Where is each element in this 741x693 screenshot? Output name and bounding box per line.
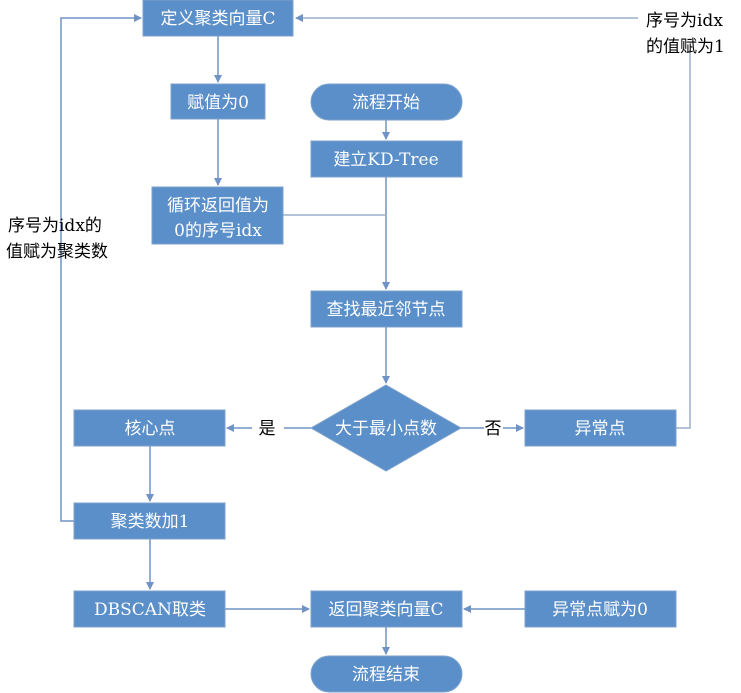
node-start-label: 流程开始 xyxy=(352,93,420,113)
yes-label: 是 xyxy=(259,419,276,439)
node-assign-zero-label: 赋值为0 xyxy=(187,93,249,113)
node-outlier-label: 异常点 xyxy=(575,419,626,439)
node-outlier-zero-label: 异常点赋为0 xyxy=(552,600,648,620)
node-cluster-inc-label: 聚类数加1 xyxy=(111,512,190,532)
node-define-vector-label: 定义聚类向量C xyxy=(160,9,275,29)
node-find-nearest: 查找最近邻节点 xyxy=(310,290,463,328)
node-start: 流程开始 xyxy=(310,83,463,121)
left-note-line-1: 序号为idx的 xyxy=(8,216,102,236)
node-core-point: 核心点 xyxy=(73,409,226,447)
node-return-vector-label: 返回聚类向量C xyxy=(328,600,443,620)
node-outlier-zero: 异常点赋为0 xyxy=(524,590,677,628)
edge-inc-loop-to-define xyxy=(60,14,142,522)
node-loop-return-label-2: 0的序号idx xyxy=(174,221,262,241)
node-build-kdtree-label: 建立KD-Tree xyxy=(333,150,438,170)
connectors xyxy=(60,14,691,655)
left-note-line-2: 值赋为聚类数 xyxy=(6,242,108,262)
node-loop-return-label-1: 循环返回值为 xyxy=(167,196,269,216)
right-note-line-1: 序号为idx xyxy=(646,11,723,31)
edge-outlier-loop-to-define xyxy=(676,50,691,429)
node-cluster-inc: 聚类数加1 xyxy=(73,502,226,540)
right-note-line-2: 的值赋为1 xyxy=(646,37,725,57)
node-loop-return: 循环返回值为 0的序号idx xyxy=(151,186,284,245)
no-label: 否 xyxy=(485,419,502,439)
node-core-point-label: 核心点 xyxy=(125,419,176,439)
node-dbscan: DBSCAN取类 xyxy=(73,590,226,628)
node-outlier: 异常点 xyxy=(524,409,677,447)
node-find-nearest-label: 查找最近邻节点 xyxy=(327,300,446,320)
node-define-vector: 定义聚类向量C xyxy=(142,0,294,37)
node-end-label: 流程结束 xyxy=(352,665,420,685)
node-dbscan-label: DBSCAN取类 xyxy=(94,600,206,620)
node-return-vector: 返回聚类向量C xyxy=(310,590,463,628)
node-assign-zero: 赋值为0 xyxy=(170,83,266,120)
node-build-kdtree: 建立KD-Tree xyxy=(310,140,463,178)
node-decision: 大于最小点数 xyxy=(309,384,463,472)
node-decision-label: 大于最小点数 xyxy=(335,419,437,439)
node-end: 流程结束 xyxy=(310,655,463,693)
